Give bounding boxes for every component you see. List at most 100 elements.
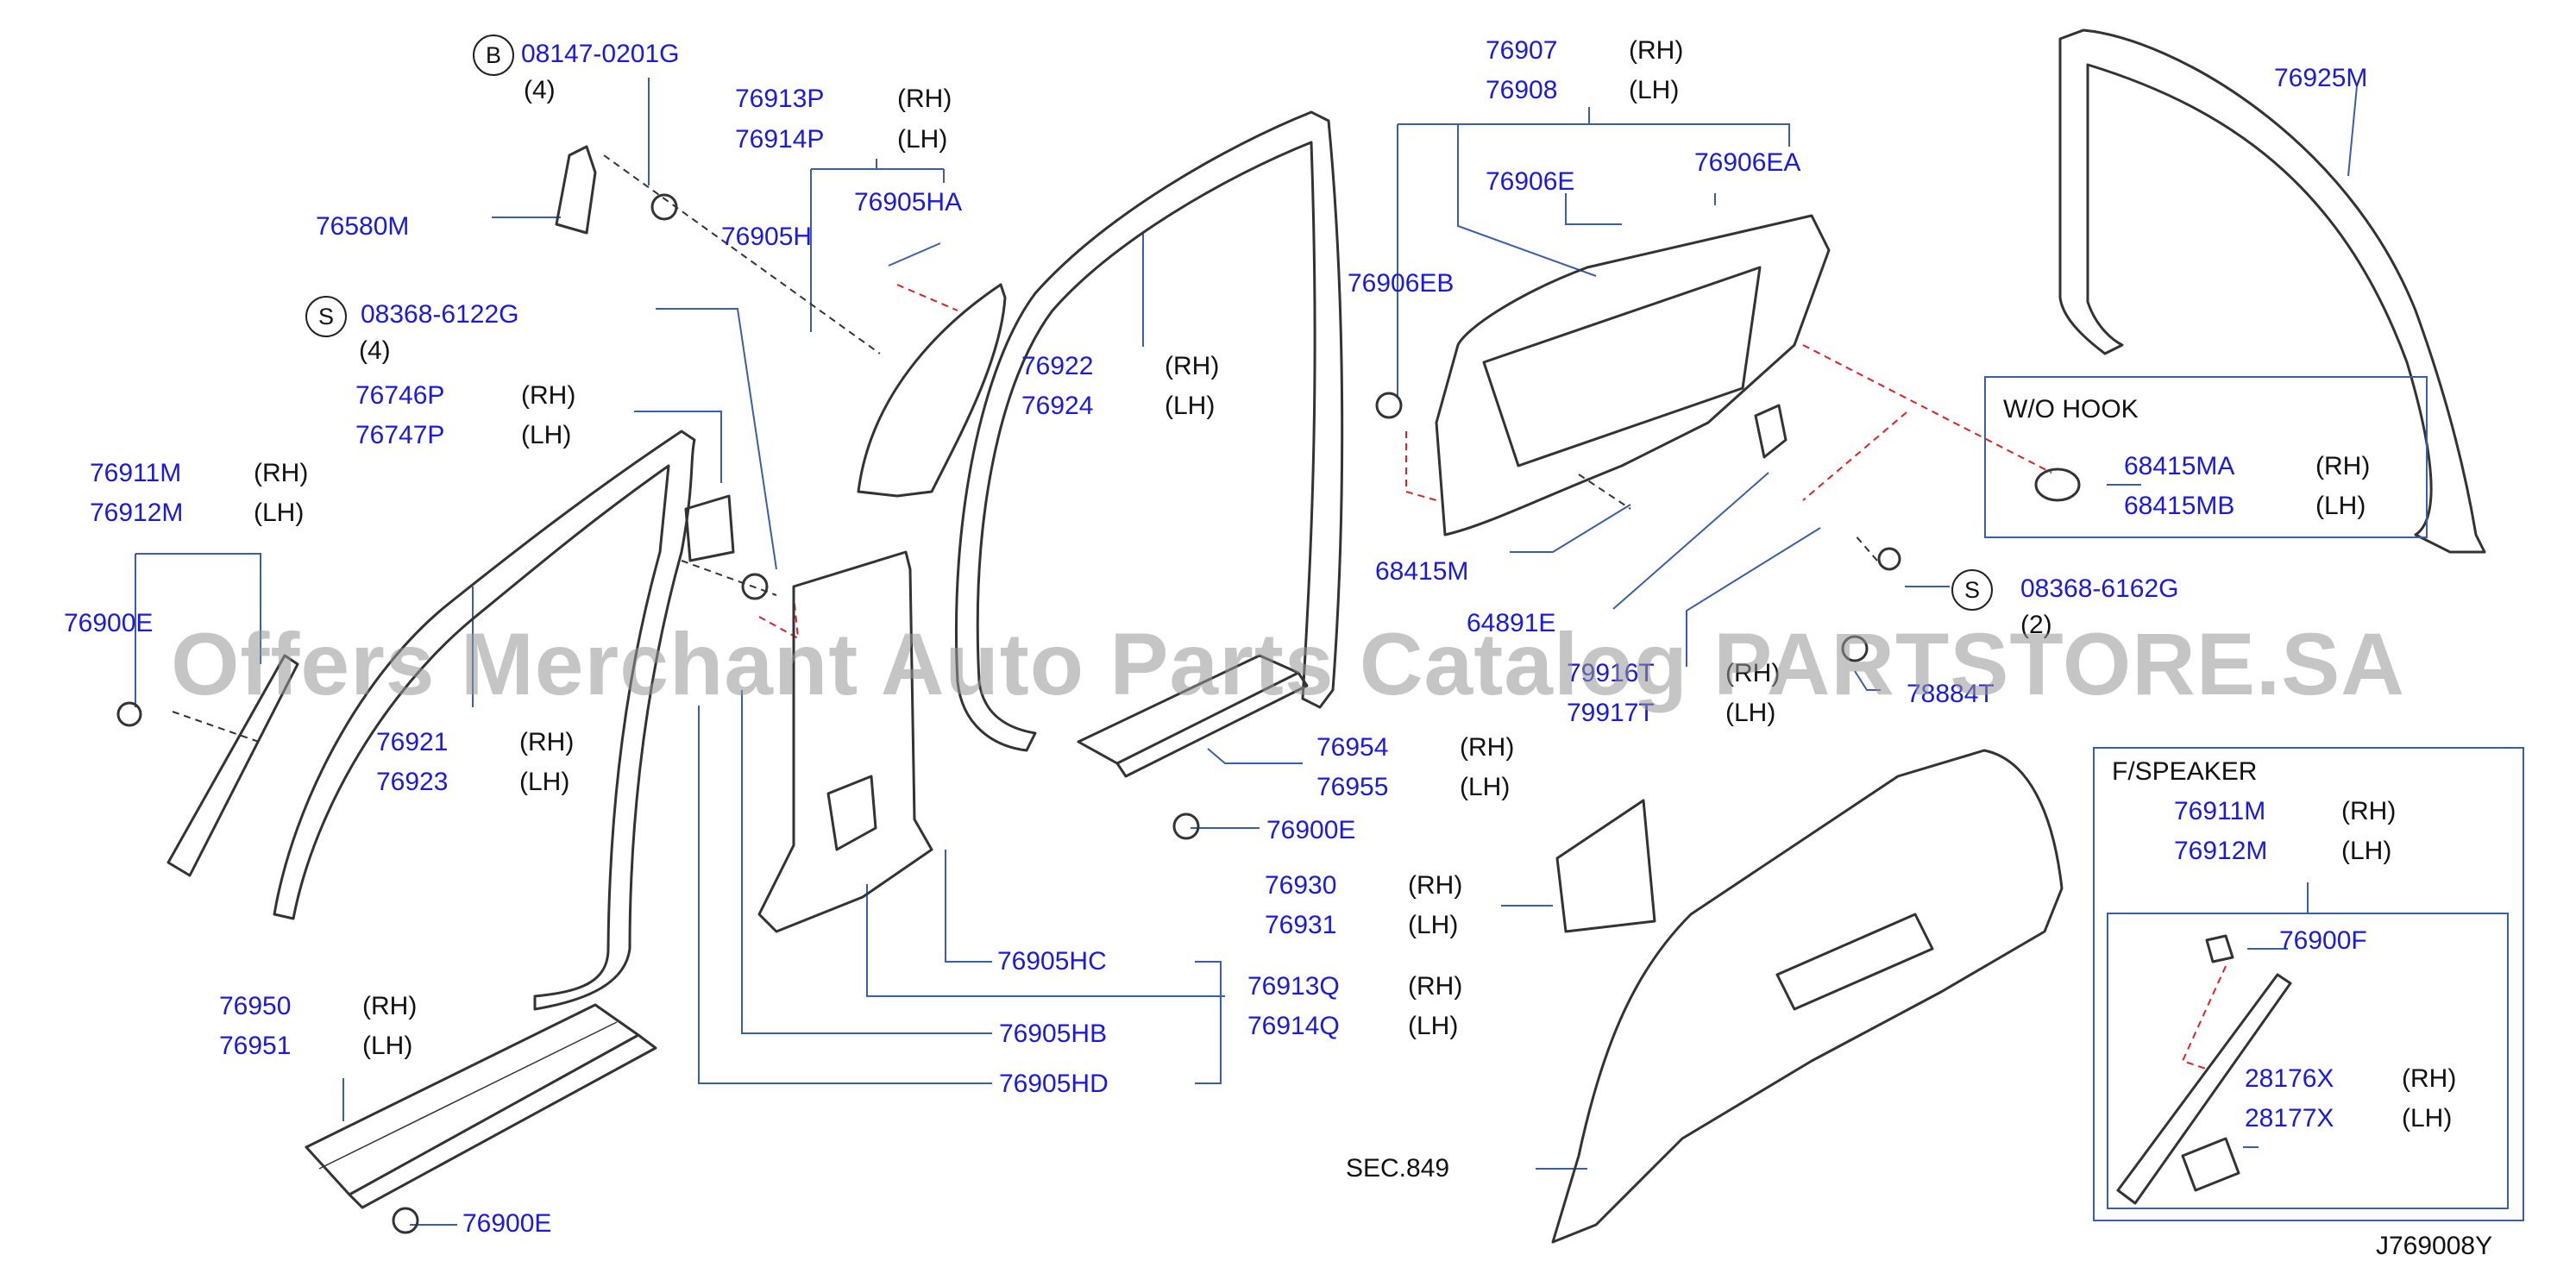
- callout-76906eb[interactable]: 76906EB: [1348, 269, 1454, 298]
- callout-76930[interactable]: 76930: [1265, 871, 1337, 900]
- callout-76925m[interactable]: 76925M: [2274, 64, 2368, 92]
- side-76914q: (LH): [1408, 1012, 1459, 1040]
- callout-08147-0201g[interactable]: 08147-0201G: [521, 40, 680, 68]
- speaker-pillar-shape: [2116, 973, 2292, 1205]
- side-76954: (RH): [1460, 733, 1515, 762]
- callout-64891e[interactable]: 64891E: [1467, 609, 1556, 637]
- callout-79916t[interactable]: 79916T: [1567, 659, 1655, 687]
- side-76747p: (LH): [521, 421, 572, 449]
- callout-76911m[interactable]: 76911M: [2174, 797, 2266, 825]
- callout-76954[interactable]: 76954: [1316, 733, 1389, 762]
- callout-76955[interactable]: 76955: [1316, 773, 1389, 801]
- side-76955: (LH): [1460, 773, 1511, 801]
- callout-76924[interactable]: 76924: [1021, 392, 1094, 420]
- callout-76900e-left[interactable]: 76900E: [64, 609, 154, 637]
- callout-28177x[interactable]: 28177X: [2245, 1104, 2334, 1133]
- callout-76914p[interactable]: 76914P: [735, 125, 825, 154]
- side-76913q: (RH): [1408, 972, 1463, 1001]
- f-speaker-title: F/SPEAKER: [2112, 757, 2258, 786]
- callout-68415ma[interactable]: 68415MA: [2124, 452, 2235, 480]
- callout-76905ha[interactable]: 76905HA: [854, 188, 963, 216]
- trim-lower-shape: [1551, 749, 2064, 1244]
- hook-68415ma-shape: [2034, 467, 2081, 502]
- callout-28176x[interactable]: 28176X: [2245, 1064, 2334, 1093]
- weatherstrip-76922-shape: [954, 110, 1344, 752]
- callout-76913p[interactable]: 76913P: [735, 85, 825, 113]
- panel-76930-shape: [1555, 799, 1656, 933]
- side-79916t: (RH): [1725, 659, 1781, 687]
- callout-76950[interactable]: 76950: [219, 992, 292, 1020]
- side-76921: (RH): [519, 728, 575, 756]
- callout-76913q[interactable]: 76913Q: [1247, 972, 1340, 1001]
- callout-76931[interactable]: 76931: [1265, 911, 1337, 939]
- callout-76923[interactable]: 76923: [376, 768, 449, 796]
- callout-79917t[interactable]: 79917T: [1567, 699, 1655, 727]
- callout-sec-849[interactable]: SEC.849: [1346, 1154, 1450, 1183]
- side-76913p: (RH): [897, 85, 952, 113]
- callout-76746p[interactable]: 76746P: [355, 381, 445, 410]
- qty-08368-6122g: (4): [359, 336, 391, 365]
- callout-76911m-left[interactable]: 76911M: [90, 459, 182, 487]
- trim-76907-shape: [1435, 214, 1831, 536]
- screw-08147: [650, 193, 678, 221]
- callout-76900e-bottom[interactable]: 76900E: [462, 1209, 552, 1238]
- cover-64891e-shape: [1754, 404, 1787, 459]
- callout-76905hd[interactable]: 76905HD: [999, 1070, 1109, 1098]
- f-speaker-box: F/SPEAKER 76911M (RH) 76912M (LH) 76900F…: [2093, 747, 2524, 1221]
- callout-68415mb[interactable]: 68415MB: [2124, 492, 2235, 520]
- qty-08147-0201g: (4): [524, 76, 556, 104]
- callout-08368-6122g[interactable]: 08368-6122G: [361, 300, 519, 329]
- callout-76921[interactable]: 76921: [376, 728, 449, 756]
- bolt-marker-b: B: [473, 35, 514, 76]
- sill-plate-76950-shape: [305, 1003, 640, 1196]
- callout-08368-6162g[interactable]: 08368-6162G: [2020, 574, 2179, 603]
- callout-76907[interactable]: 76907: [1486, 36, 1558, 65]
- side-76912m-left: (LH): [254, 499, 305, 527]
- clip-78884t: [1841, 635, 1869, 662]
- side-76907: (RH): [1629, 36, 1684, 65]
- clip-76900e-left: [116, 701, 142, 727]
- callout-68415m[interactable]: 68415M: [1375, 557, 1469, 586]
- callout-76906e[interactable]: 76906E: [1486, 167, 1575, 196]
- side-76912m: (LH): [2341, 837, 2392, 865]
- screw-marker-s: S: [305, 296, 347, 337]
- pillar-76911m-shape: [166, 654, 299, 877]
- screw-08368-6162g: [1877, 547, 1901, 571]
- callout-76900f[interactable]: 76900F: [2279, 926, 2367, 955]
- side-28176x: (RH): [2402, 1064, 2457, 1093]
- callout-76912m-left[interactable]: 76912M: [90, 499, 184, 527]
- callout-78884t[interactable]: 78884T: [1907, 680, 1995, 708]
- side-76951: (LH): [362, 1032, 413, 1060]
- watermark-text: Offers Merchant Auto Parts Catalog PARTS…: [171, 615, 2405, 713]
- leader-lines: [135, 78, 2358, 1226]
- callout-76914q[interactable]: 76914Q: [1247, 1012, 1340, 1040]
- side-68415ma: (RH): [2315, 452, 2371, 480]
- screw-08368-6122g: [741, 573, 769, 600]
- f-speaker-inner-box: 76900F 28176X (RH) 28177X (LH): [2107, 913, 2509, 1209]
- side-76914p: (LH): [897, 125, 948, 154]
- pillar-76913q-shape: [757, 550, 933, 933]
- callout-76912m[interactable]: 76912M: [2174, 837, 2268, 865]
- callout-76905h[interactable]: 76905H: [721, 223, 813, 251]
- screw-marker-s-2: S: [1951, 569, 1993, 611]
- speaker-clip-shape: [2205, 934, 2234, 963]
- callout-76905hb[interactable]: 76905HB: [999, 1020, 1108, 1048]
- callout-76900e-middle[interactable]: 76900E: [1266, 816, 1356, 844]
- callout-76951[interactable]: 76951: [219, 1032, 292, 1060]
- clip-76906eb: [1375, 392, 1403, 419]
- wo-hook-title: W/O HOOK: [2003, 395, 2139, 424]
- callout-76580m[interactable]: 76580M: [316, 212, 410, 241]
- callout-76908[interactable]: 76908: [1486, 76, 1558, 104]
- diagram-code: J769008Y: [2376, 1232, 2493, 1260]
- pillar-upper-shape: [857, 283, 1007, 498]
- side-76924: (LH): [1165, 392, 1216, 420]
- callout-76906ea[interactable]: 76906EA: [1694, 148, 1801, 177]
- callout-76905hc[interactable]: 76905HC: [997, 947, 1107, 976]
- side-79917t: (LH): [1725, 699, 1776, 727]
- callout-76747p[interactable]: 76747P: [355, 421, 445, 449]
- callout-76922[interactable]: 76922: [1021, 352, 1094, 380]
- weatherstrip-76921-shape: [273, 430, 696, 1011]
- side-76931: (LH): [1408, 911, 1459, 939]
